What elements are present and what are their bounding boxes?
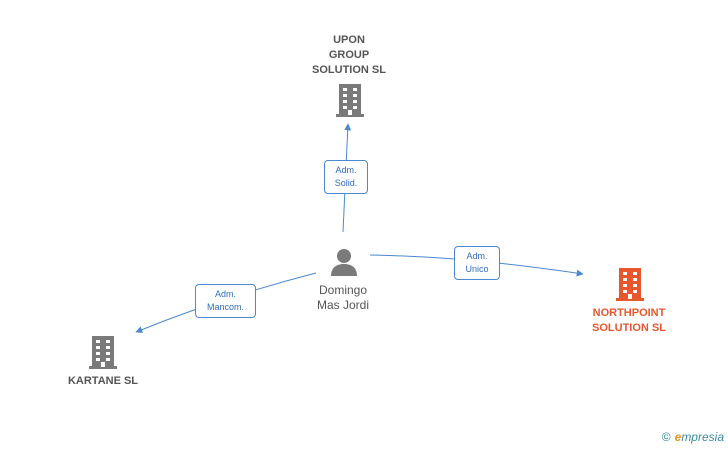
company-name-line: SOLUTION SL: [592, 322, 666, 334]
company-name-line: NORTHPOINT: [592, 307, 666, 319]
building-icon[interactable]: [336, 84, 364, 117]
company-label-northpoint[interactable]: NORTHPOINT SOLUTION SL: [570, 306, 688, 336]
person-label[interactable]: Domingo Mas Jordi: [295, 283, 391, 313]
person-name-line: Domingo: [318, 283, 368, 297]
edge-label-kartane[interactable]: Adm. Mancom.: [195, 284, 256, 318]
brand-initial: e: [674, 430, 682, 444]
company-name-line: KARTANE SL: [67, 375, 139, 387]
role-line: Solid.: [334, 178, 358, 188]
role-line: Unico: [465, 264, 489, 274]
role-line: Adm.: [214, 289, 236, 299]
building-icon-highlighted[interactable]: [616, 268, 644, 301]
company-name-line: GROUP: [328, 49, 370, 61]
role-line: Adm.: [466, 251, 488, 261]
role-line: Mancom.: [206, 302, 244, 312]
role-line: Adm.: [335, 165, 357, 175]
brand-watermark: ©empresia: [662, 430, 724, 444]
person-icon[interactable]: [331, 249, 357, 276]
brand-name: mpresia: [681, 430, 724, 444]
person-name-line: Mas Jordi: [316, 298, 369, 312]
copyright-icon: ©: [661, 430, 671, 444]
edge-label-northpoint[interactable]: Adm. Unico: [454, 246, 500, 280]
company-name-line: SOLUTION SL: [312, 64, 386, 76]
edge-label-upon[interactable]: Adm. Solid.: [324, 160, 368, 194]
company-name-line: UPON: [333, 34, 365, 46]
company-label-upon[interactable]: UPON GROUP SOLUTION SL: [290, 33, 408, 78]
company-label-kartane[interactable]: KARTANE SL: [44, 374, 162, 389]
building-icon[interactable]: [89, 336, 117, 369]
